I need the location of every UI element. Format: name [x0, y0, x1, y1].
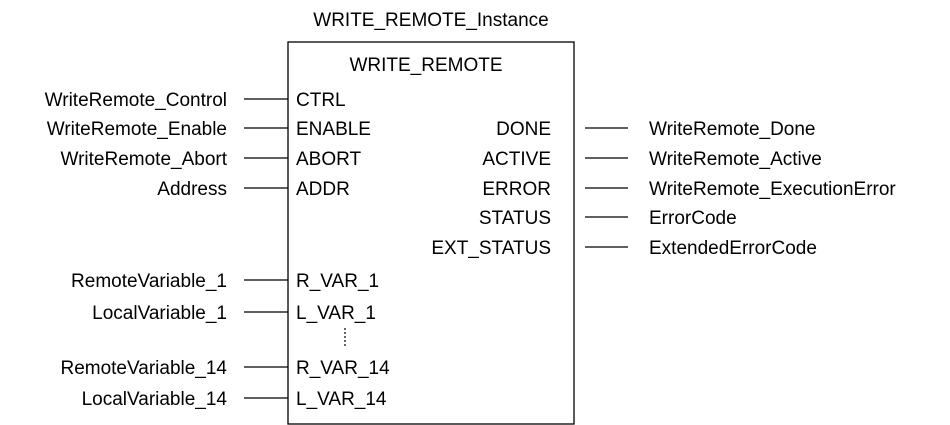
input-variable-label: RemoteVariable_1 [71, 271, 227, 292]
function-block-body [287, 41, 575, 425]
input-variable-label: Address [157, 179, 227, 200]
input-row-l-var-1: LocalVariable_1 L_VAR_1 [92, 303, 376, 324]
input-pin-label: ENABLE [296, 119, 371, 140]
input-pin-label: L_VAR_14 [296, 389, 387, 410]
input-variable-label: RemoteVariable_14 [60, 358, 227, 379]
input-row-enable: WriteRemote_Enable ENABLE [47, 119, 371, 140]
input-pin-label: R_VAR_1 [296, 271, 379, 292]
block-type-name: WRITE_REMOTE [349, 55, 502, 76]
output-row-done: DONE WriteRemote_Done [496, 119, 815, 140]
input-row-r-var-1: RemoteVariable_1 R_VAR_1 [71, 271, 379, 292]
input-row-ctrl: WriteRemote_Control CTRL [45, 90, 346, 111]
input-variable-label: LocalVariable_14 [82, 389, 228, 410]
output-variable-label: WriteRemote_Done [649, 119, 816, 140]
instance-name: WRITE_REMOTE_Instance [313, 10, 548, 31]
output-variable-label: WriteRemote_Active [649, 149, 822, 170]
input-pin-label: ABORT [296, 149, 362, 170]
output-row-ext-status: EXT_STATUS ExtendedErrorCode [431, 238, 817, 259]
input-row-r-var-14: RemoteVariable_14 R_VAR_14 [60, 358, 390, 379]
input-pin-label: ADDR [296, 179, 350, 200]
output-variable-label: ExtendedErrorCode [649, 238, 817, 259]
input-variable-label: WriteRemote_Abort [61, 149, 228, 170]
output-pin-label: EXT_STATUS [431, 238, 551, 259]
output-pin-label: DONE [496, 119, 551, 140]
output-pin-label: STATUS [479, 208, 551, 229]
input-variable-label: LocalVariable_1 [92, 303, 227, 324]
input-pin-label: R_VAR_14 [296, 358, 390, 379]
output-pin-label: ACTIVE [482, 149, 551, 170]
output-row-active: ACTIVE WriteRemote_Active [482, 149, 821, 170]
output-pin-label: ERROR [482, 179, 551, 200]
input-row-abort: WriteRemote_Abort ABORT [61, 149, 362, 170]
output-variable-label: ErrorCode [649, 208, 737, 229]
output-row-error: ERROR WriteRemote_ExecutionError [482, 179, 896, 200]
input-pin-label: CTRL [296, 90, 346, 111]
input-variable-label: WriteRemote_Enable [47, 119, 227, 140]
output-variable-label: WriteRemote_ExecutionError [649, 179, 896, 200]
input-pin-label: L_VAR_1 [296, 303, 376, 324]
input-row-addr: Address ADDR [157, 179, 350, 200]
input-row-l-var-14: LocalVariable_14 L_VAR_14 [82, 389, 387, 410]
input-variable-label: WriteRemote_Control [45, 90, 227, 111]
output-row-status: STATUS ErrorCode [479, 208, 737, 229]
